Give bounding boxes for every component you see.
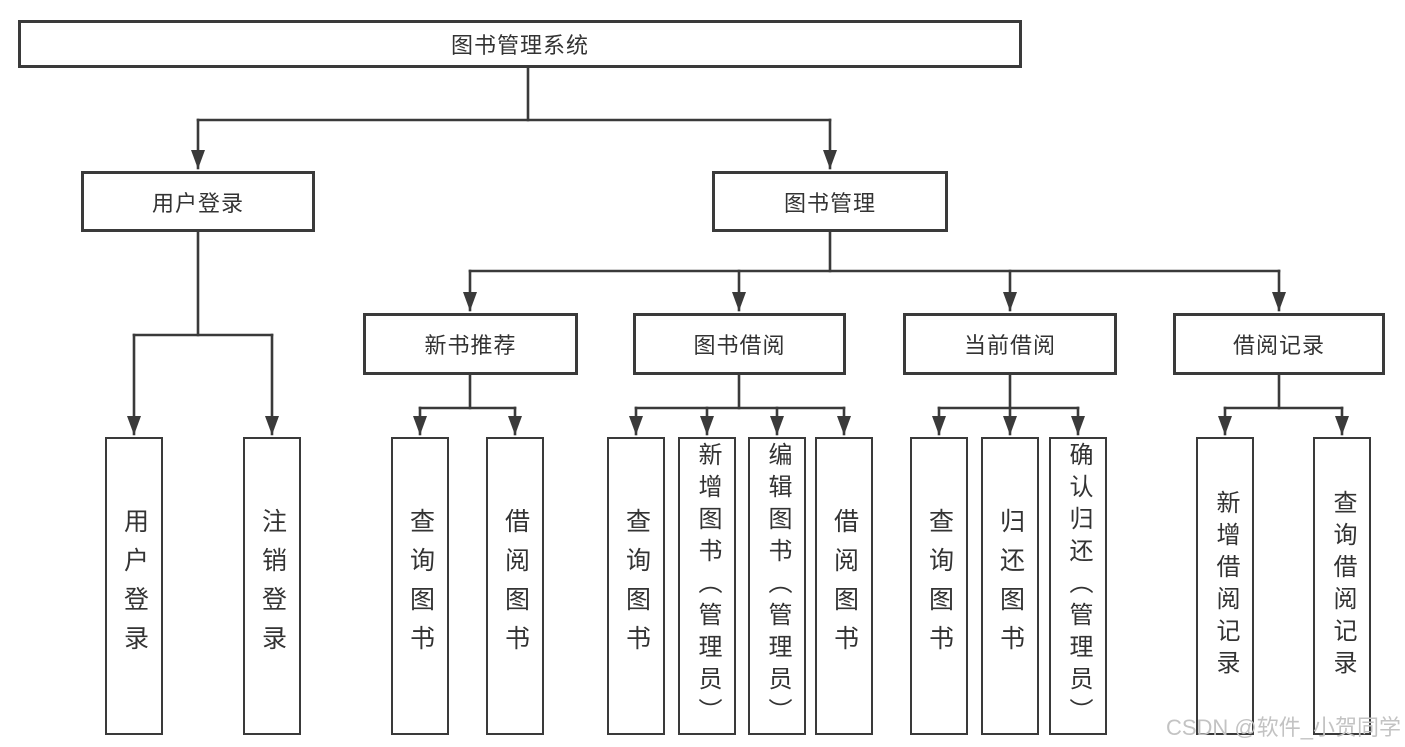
node-leaf-logout-label: 注销登录 <box>258 508 287 664</box>
node-leaf-logout: 注销登录 <box>243 437 301 735</box>
node-leaf-user-login-label: 用户登录 <box>120 508 149 664</box>
node-book-borrow: 图书借阅 <box>633 313 846 375</box>
node-library-system: 图书管理系统 <box>18 20 1022 68</box>
node-new-book-recommend: 新书推荐 <box>363 313 578 375</box>
node-leaf-edit-books-admin: 编辑图书（管理员） <box>748 437 806 735</box>
node-leaf-recommend-borrow-books: 借阅图书 <box>486 437 544 735</box>
node-leaf-return-books-label: 归还图书 <box>996 508 1025 664</box>
node-leaf-add-books-admin-label: 新增图书（管理员） <box>694 442 721 730</box>
node-current-borrow: 当前借阅 <box>903 313 1117 375</box>
node-leaf-add-books-admin: 新增图书（管理员） <box>678 437 736 735</box>
node-book-management-label: 图书管理 <box>783 190 876 216</box>
csdn-watermark: CSDN @软件_小贺同学 <box>1165 715 1401 740</box>
node-new-book-recommend-label: 新书推荐 <box>424 333 517 358</box>
node-leaf-borrow-books: 借阅图书 <box>815 437 873 735</box>
node-leaf-add-borrow-record: 新增借阅记录 <box>1196 437 1254 735</box>
node-leaf-confirm-return-admin: 确认归还（管理员） <box>1049 437 1107 735</box>
node-leaf-current-query-books: 查询图书 <box>910 437 968 735</box>
node-book-borrow-label: 图书借阅 <box>693 333 786 358</box>
node-leaf-borrow-books-label: 借阅图书 <box>830 508 859 664</box>
node-leaf-add-borrow-record-label: 新增借阅记录 <box>1212 490 1239 682</box>
node-leaf-query-borrow-record-label: 查询借阅记录 <box>1329 490 1356 682</box>
node-borrow-records-label: 借阅记录 <box>1232 333 1325 358</box>
node-leaf-user-login: 用户登录 <box>105 437 163 735</box>
node-leaf-recommend-borrow-books-label: 借阅图书 <box>501 508 530 664</box>
node-leaf-confirm-return-admin-label: 确认归还（管理员） <box>1065 442 1092 730</box>
node-leaf-borrow-query-books: 查询图书 <box>607 437 665 735</box>
node-borrow-records: 借阅记录 <box>1173 313 1385 375</box>
node-leaf-current-query-books-label: 查询图书 <box>925 508 954 664</box>
node-leaf-borrow-query-books-label: 查询图书 <box>622 508 651 664</box>
node-book-management: 图书管理 <box>712 171 948 232</box>
node-user-login: 用户登录 <box>81 171 315 232</box>
node-leaf-recommend-query-books-label: 查询图书 <box>406 508 435 664</box>
node-current-borrow-label: 当前借阅 <box>963 333 1056 358</box>
node-leaf-query-borrow-record: 查询借阅记录 <box>1313 437 1371 735</box>
node-user-login-label: 用户登录 <box>151 190 244 216</box>
node-leaf-return-books: 归还图书 <box>981 437 1039 735</box>
node-leaf-recommend-query-books: 查询图书 <box>391 437 449 735</box>
node-leaf-edit-books-admin-label: 编辑图书（管理员） <box>764 442 791 730</box>
node-library-system-label: 图书管理系统 <box>450 33 589 58</box>
